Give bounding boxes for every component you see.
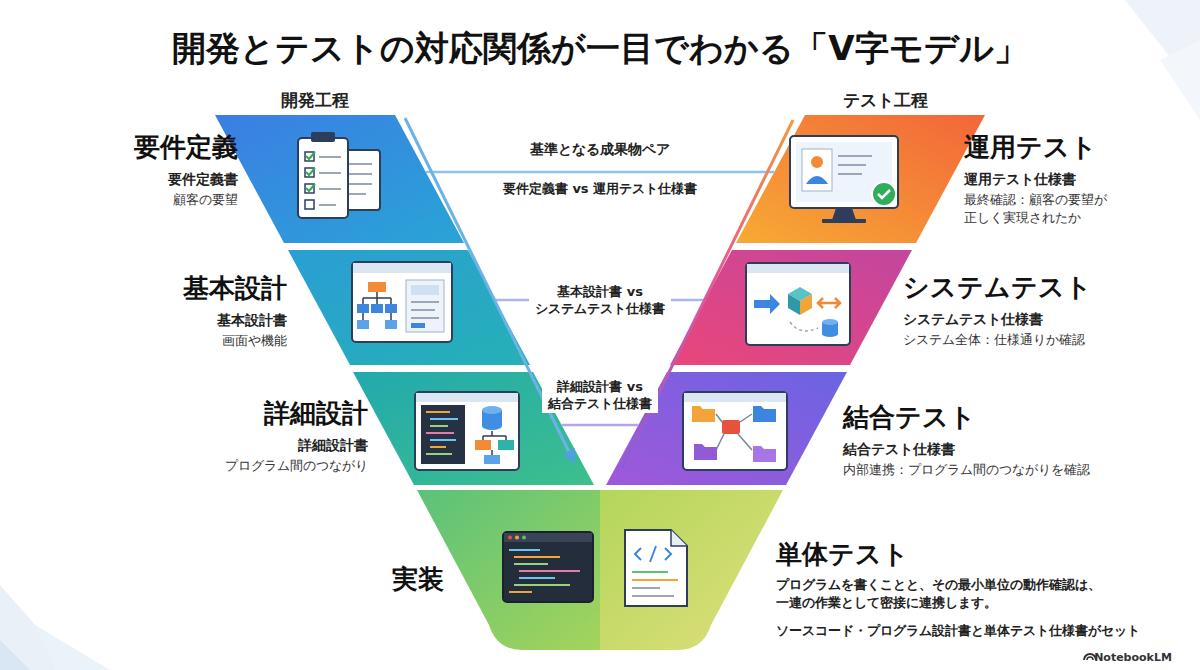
- pair-label: 要件定義書 vs 運用テスト仕様書: [497, 179, 703, 198]
- phase-title: 要件定義: [98, 131, 238, 163]
- band-fill: [670, 250, 912, 365]
- band-fill: [600, 490, 783, 650]
- pair-label: 詳細設計書 vs 結合テスト仕様書: [542, 377, 658, 413]
- phase-title: 結合テスト: [843, 401, 1093, 433]
- text-group: 詳細設計詳細設計書プログラム間のつながり: [188, 397, 368, 475]
- pair-connector: [562, 424, 639, 427]
- deliverable-name: 要件定義書: [98, 169, 238, 189]
- phase-band: 実装: [417, 490, 600, 650]
- source-document-icon: [625, 530, 687, 606]
- band-fill: [288, 250, 530, 365]
- detail-design-icon: [415, 392, 519, 470]
- phase-note: プログラム間のつながり: [188, 457, 368, 475]
- text-group: 実装: [364, 563, 444, 595]
- phase-note: プログラムを書くことと、その最小単位の動作確認は、一連の作業として密接に連携しま…: [776, 576, 1110, 612]
- text-group: 要件定義要件定義書顧客の要望: [98, 131, 238, 209]
- deliverable-name: ソースコード・プログラム設計書と単体テスト仕様書がセット: [776, 622, 1110, 640]
- watermark: NotebookLM: [1094, 651, 1172, 664]
- system-test-icon: [746, 263, 850, 345]
- phase-title: 詳細設計: [188, 397, 368, 429]
- phase-title: 運用テスト: [964, 131, 1112, 163]
- phase-note: システム全体：仕様通りか確認: [903, 331, 1143, 349]
- band-fill: [417, 490, 600, 650]
- phase-band: 運用テスト運用テスト仕様書最終確認：顧客の要望が正しく実現されたか: [736, 115, 985, 243]
- pair-label: 基本設計書 vs システムテスト仕様書: [529, 282, 671, 318]
- text-group: 基本設計基本設計書画面や機能: [147, 272, 287, 350]
- deliverable-name: システムテスト仕様書: [903, 309, 1143, 329]
- phase-title: 実装: [364, 563, 444, 595]
- text-group: 単体テストプログラムを書くことと、その最小単位の動作確認は、一連の作業として密接…: [776, 538, 1110, 640]
- band-shape: [288, 250, 530, 365]
- band-fill: [215, 115, 464, 243]
- requirements-icon: [298, 132, 380, 218]
- phase-band: 要件定義要件定義書顧客の要望: [215, 115, 464, 243]
- band-fill: [736, 115, 985, 243]
- phase-band: 単体テストプログラムを書くことと、その最小単位の動作確認は、一連の作業として密接…: [600, 490, 783, 650]
- phase-title: システムテスト: [903, 271, 1143, 303]
- phase-note: 内部連携：プログラム間のつながりを確認: [843, 461, 1093, 479]
- band-shape: [600, 490, 783, 650]
- text-group: 結合テスト結合テスト仕様書内部連携：プログラム間のつながりを確認: [843, 401, 1093, 479]
- phase-title: 基本設計: [147, 272, 287, 304]
- phase-note: 顧客の要望: [98, 191, 238, 209]
- band-shape: [417, 490, 600, 650]
- phase-band: 基本設計基本設計書画面や機能: [288, 250, 530, 365]
- text-group: システムテストシステムテスト仕様書システム全体：仕様通りか確認: [903, 271, 1143, 349]
- phase-band: システムテストシステムテスト仕様書システム全体：仕様通りか確認: [670, 250, 912, 365]
- band-shape: [670, 250, 912, 365]
- integration-icon: [683, 392, 787, 470]
- code-editor-icon: [503, 532, 593, 602]
- pair-heading: 基準となる成果物ペア: [530, 141, 670, 159]
- phase-note: 最終確認：顧客の要望が正しく実現されたか: [964, 191, 1112, 227]
- acceptance-icon: [790, 136, 898, 223]
- band-shape: [215, 115, 464, 243]
- deliverable-name: 結合テスト仕様書: [843, 439, 1093, 459]
- band-shape: [736, 115, 985, 243]
- diagram-title: 開発とテストの対応関係が一目でわかる「V字モデル」: [0, 26, 1200, 70]
- deliverable-name: 基本設計書: [147, 310, 287, 330]
- deliverable-name: 詳細設計書: [188, 435, 368, 455]
- phase-note: 画面や機能: [147, 332, 287, 350]
- deliverable-name: 運用テスト仕様書: [964, 169, 1112, 189]
- text-group: 運用テスト運用テスト仕様書最終確認：顧客の要望が正しく実現されたか: [964, 131, 1112, 227]
- basic-design-icon: [352, 262, 452, 342]
- phase-header: テスト工程: [843, 89, 928, 112]
- pair-connector: [426, 171, 775, 174]
- phase-header: 開発工程: [281, 89, 349, 112]
- phase-title: 単体テスト: [776, 538, 1110, 570]
